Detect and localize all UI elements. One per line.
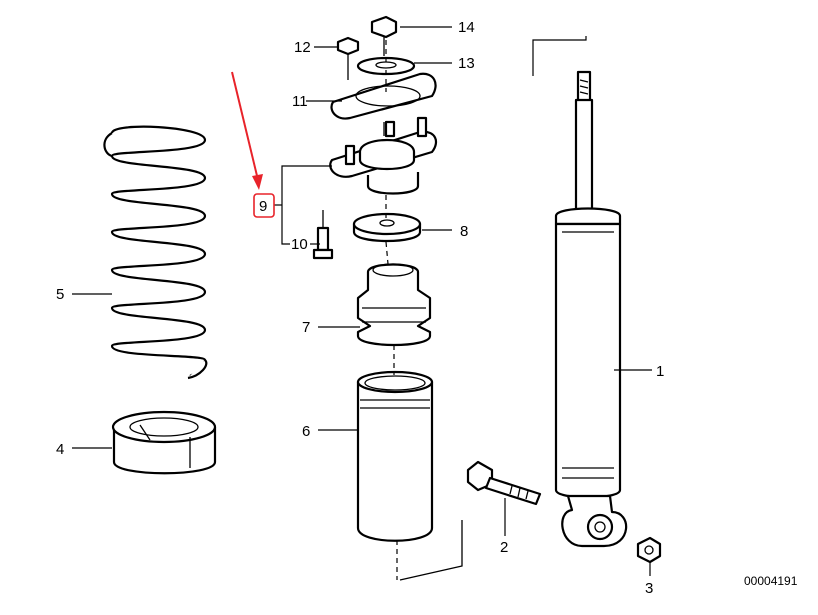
callout-14: 14 [458, 19, 475, 36]
highlight-arrow-icon [231, 71, 259, 181]
nut-14 [370, 15, 398, 56]
nut-12 [336, 36, 360, 80]
spring-pad [111, 410, 217, 475]
callout-6: 6 [302, 423, 310, 440]
bump-stop-7 [356, 263, 432, 347]
highlight-marker [231, 71, 275, 218]
callout-11: 11 [292, 93, 308, 110]
nut-3 [636, 536, 662, 564]
support-bearing-9 [329, 116, 438, 195]
callout-4: 4 [56, 441, 64, 458]
callout-5: 5 [56, 286, 64, 303]
callout-9: 9 [259, 198, 267, 215]
bolt-2 [466, 460, 542, 506]
gasket-11 [330, 72, 437, 120]
bolt-10 [312, 210, 334, 260]
protection-tube-6 [356, 370, 434, 542]
reference-number: 00004191 [744, 574, 798, 588]
callout-10: 10 [291, 236, 308, 253]
leader-lines [72, 26, 652, 576]
callout-labels: 1 2 3 4 5 6 7 8 9 10 11 12 13 14 [56, 19, 664, 597]
callout-9-highlight-box [253, 193, 275, 218]
callout-8: 8 [460, 223, 468, 240]
callout-1: 1 [656, 363, 664, 380]
damper-ring-8 [352, 212, 422, 243]
callout-7: 7 [302, 319, 310, 336]
callout-12: 12 [294, 39, 311, 56]
shock-absorber-1 [532, 36, 628, 548]
callout-13: 13 [458, 55, 475, 72]
callout-2: 2 [500, 539, 508, 556]
callout-3: 3 [645, 580, 653, 597]
coil-spring [103, 125, 208, 380]
